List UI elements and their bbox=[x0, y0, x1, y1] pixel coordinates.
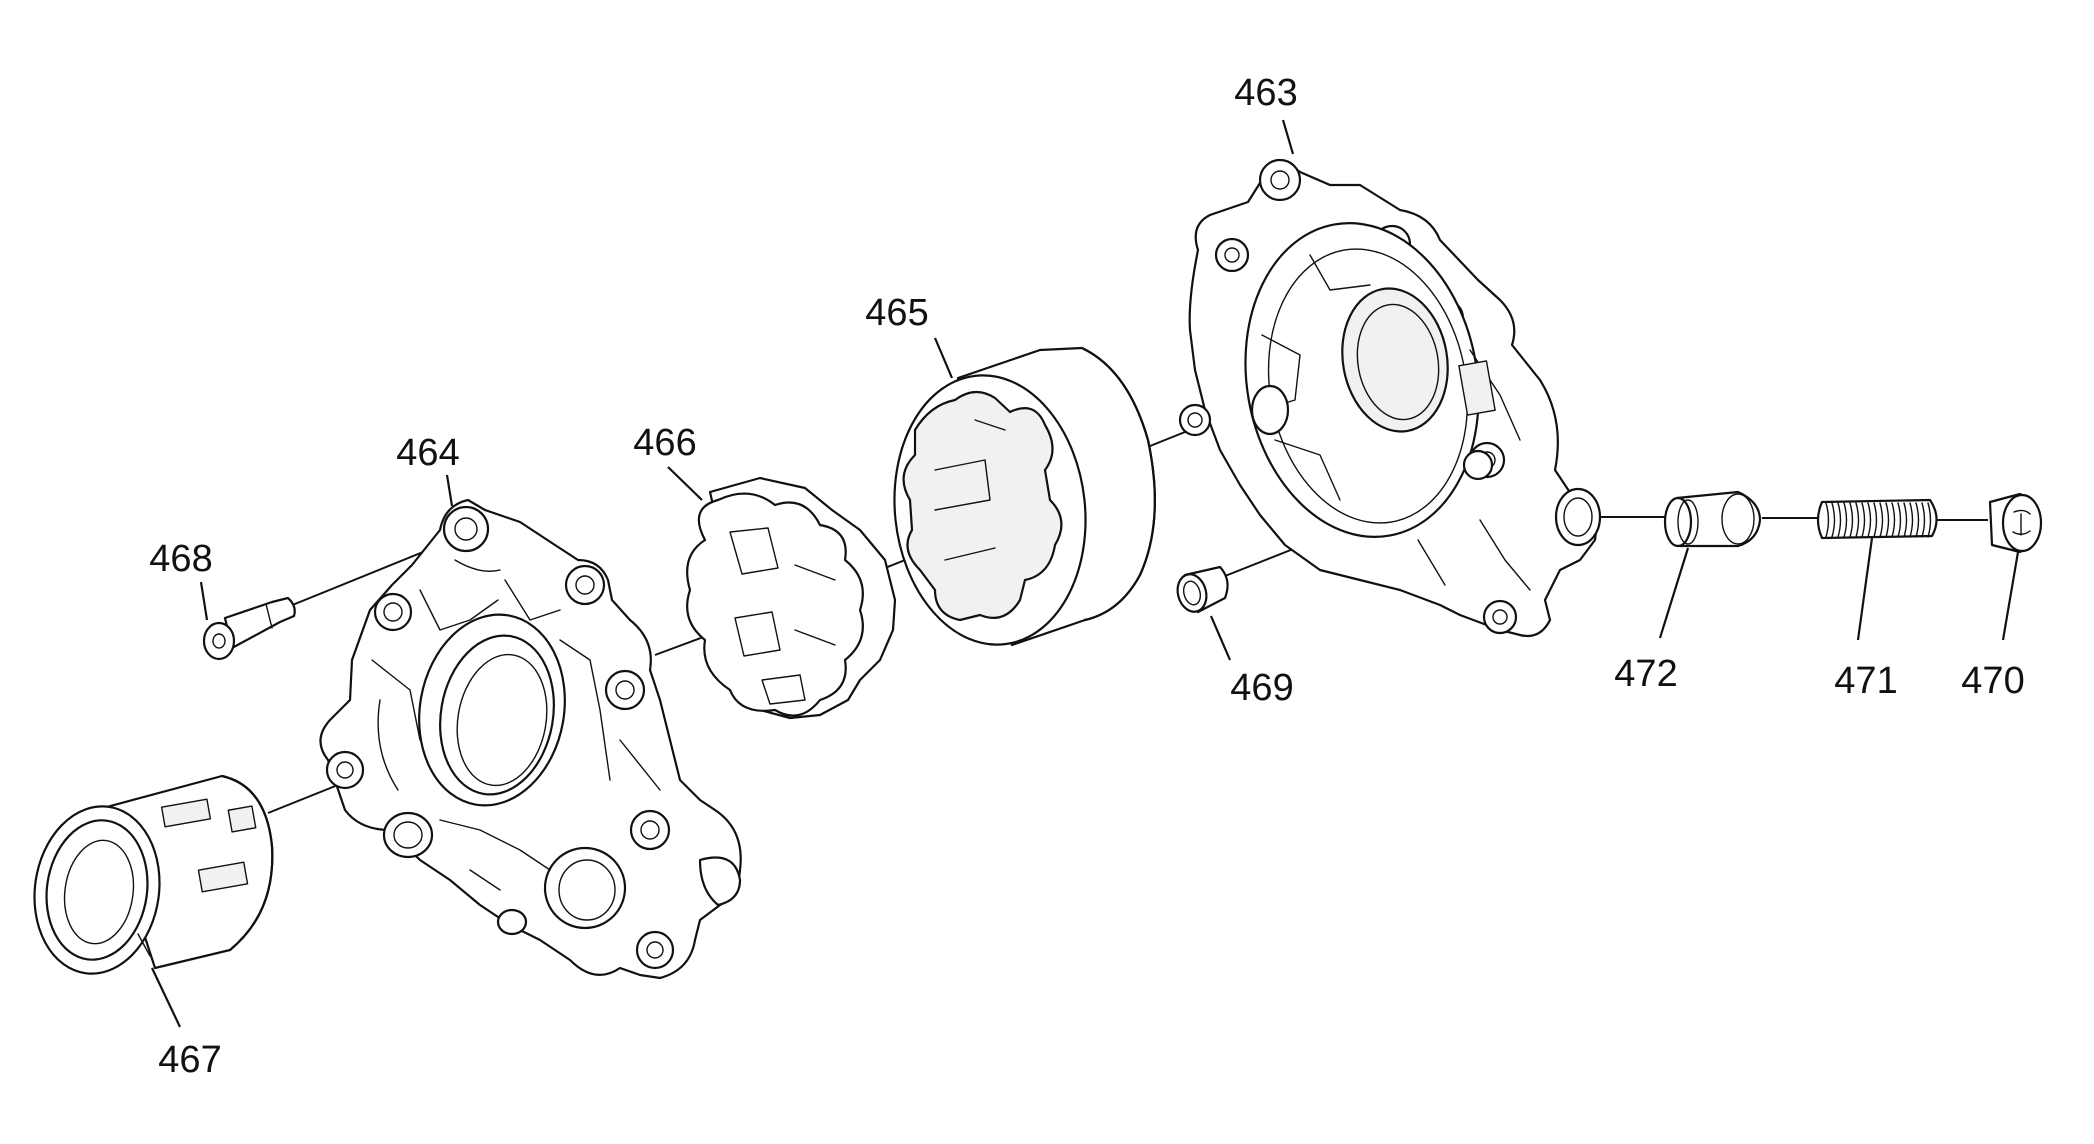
leader-467 bbox=[151, 967, 181, 1028]
part-467-seal bbox=[33, 774, 274, 975]
spring-coil bbox=[1861, 502, 1866, 538]
spring-coil bbox=[1909, 502, 1914, 538]
spring-coil bbox=[1879, 502, 1884, 538]
spring-coil bbox=[1849, 502, 1854, 538]
spring-coil bbox=[1903, 502, 1908, 538]
leader-472 bbox=[1658, 547, 1690, 639]
spring-coil bbox=[1915, 502, 1920, 538]
spring-coil bbox=[1897, 502, 1902, 538]
leader-lines bbox=[151, 119, 2020, 1028]
spring-coil bbox=[1927, 502, 1932, 538]
spring-coil bbox=[1843, 502, 1848, 538]
part-469-sleeve bbox=[1176, 565, 1229, 614]
spring-coil bbox=[1873, 502, 1878, 538]
leader-471 bbox=[1856, 537, 1874, 641]
part-470-plug bbox=[1988, 492, 2043, 554]
leader-469 bbox=[1209, 615, 1232, 661]
leader-465 bbox=[933, 337, 954, 379]
spring-coil bbox=[1885, 502, 1890, 538]
spring-coil bbox=[1855, 502, 1860, 538]
leader-464 bbox=[445, 474, 454, 507]
spring-coil bbox=[1825, 502, 1830, 538]
part-472-valve bbox=[1663, 490, 1762, 548]
leader-466 bbox=[667, 466, 703, 501]
part-471-spring bbox=[1816, 498, 1938, 540]
spring-coils bbox=[1825, 502, 1932, 538]
callout-470: 470 bbox=[1961, 660, 2024, 702]
spring-coil bbox=[1837, 502, 1842, 538]
spring-coil bbox=[1921, 502, 1926, 538]
callout-472: 472 bbox=[1614, 653, 1677, 695]
callout-465: 465 bbox=[865, 292, 928, 334]
part-464-front-cover bbox=[319, 498, 742, 980]
part-468-bolt bbox=[202, 596, 296, 661]
leader-470 bbox=[2001, 551, 2020, 641]
spring-coil bbox=[1867, 502, 1872, 538]
leader-468 bbox=[199, 581, 209, 621]
callout-467: 467 bbox=[158, 1039, 221, 1081]
part-463-housing bbox=[1178, 158, 1602, 638]
callout-471: 471 bbox=[1834, 660, 1897, 702]
callout-464: 464 bbox=[396, 432, 459, 474]
part-466-inner-rotor bbox=[686, 476, 897, 720]
callout-469: 469 bbox=[1230, 667, 1293, 709]
callout-463: 463 bbox=[1234, 72, 1297, 114]
callout-468: 468 bbox=[149, 538, 212, 580]
leader-463 bbox=[1281, 119, 1295, 155]
spring-coil bbox=[1891, 502, 1896, 538]
callout-labels: 463 465 464 466 468 469 472 471 470 467 bbox=[149, 72, 2024, 1081]
callout-466: 466 bbox=[633, 422, 696, 464]
spring-coil bbox=[1831, 502, 1836, 538]
part-465-outer-rotor bbox=[893, 346, 1156, 647]
